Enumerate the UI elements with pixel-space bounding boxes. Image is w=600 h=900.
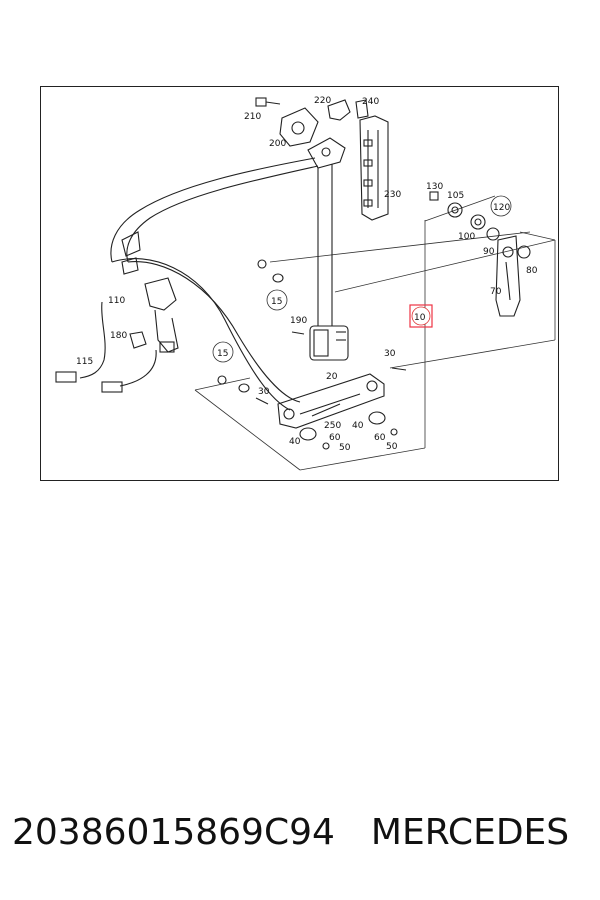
callout-70: 70 [490, 287, 502, 297]
highlight-box [409, 304, 433, 328]
callout-180: 180 [110, 331, 127, 341]
callout-15-upper: 15 [271, 297, 282, 307]
callout-60-right: 60 [374, 433, 386, 443]
callout-labels: 210 220 240 200 230 130 105 120 100 90 8… [76, 96, 538, 453]
callout-30-left: 30 [258, 387, 270, 397]
upper-anchor-parts [255, 97, 369, 147]
belt-webbing [110, 157, 319, 411]
callout-30-right: 30 [384, 349, 396, 359]
callout-110: 110 [108, 296, 125, 306]
retractor-assembly [307, 137, 349, 361]
callout-130: 130 [426, 182, 443, 192]
callout-60-left: 60 [329, 433, 341, 443]
callout-100: 100 [458, 232, 475, 242]
callout-50-left: 50 [339, 443, 351, 453]
callout-115: 115 [76, 357, 93, 367]
callout-230: 230 [384, 190, 401, 200]
callout-15-lower: 15 [217, 349, 228, 359]
callout-120: 120 [493, 203, 510, 213]
guide-bracket-parts [429, 191, 531, 317]
callout-250: 250 [324, 421, 341, 431]
callout-105: 105 [447, 191, 464, 201]
callout-10: 10 [414, 313, 426, 323]
callout-190: 190 [290, 316, 307, 326]
callout-200: 200 [269, 139, 286, 149]
callout-40-left: 40 [289, 437, 301, 447]
diagram-frame [40, 86, 559, 481]
lower-anchor-rail [217, 259, 407, 450]
part-caption: 20386015869C94 MERCEDES [12, 808, 592, 858]
slide-rail [359, 115, 389, 221]
part-number: 20386015869C94 [12, 812, 335, 853]
callout-90: 90 [483, 247, 495, 257]
callout-220: 220 [314, 96, 331, 106]
callout-240: 240 [362, 97, 379, 107]
callout-circles [212, 195, 512, 363]
callout-210: 210 [244, 112, 261, 122]
callout-50-right: 50 [386, 442, 398, 452]
callout-40-right: 40 [352, 421, 364, 431]
perspective-guide-lines [194, 195, 556, 471]
callout-20: 20 [326, 372, 338, 382]
callout-80: 80 [526, 266, 538, 276]
brand-name: MERCEDES [370, 812, 570, 853]
buckle-assembly [55, 277, 179, 393]
